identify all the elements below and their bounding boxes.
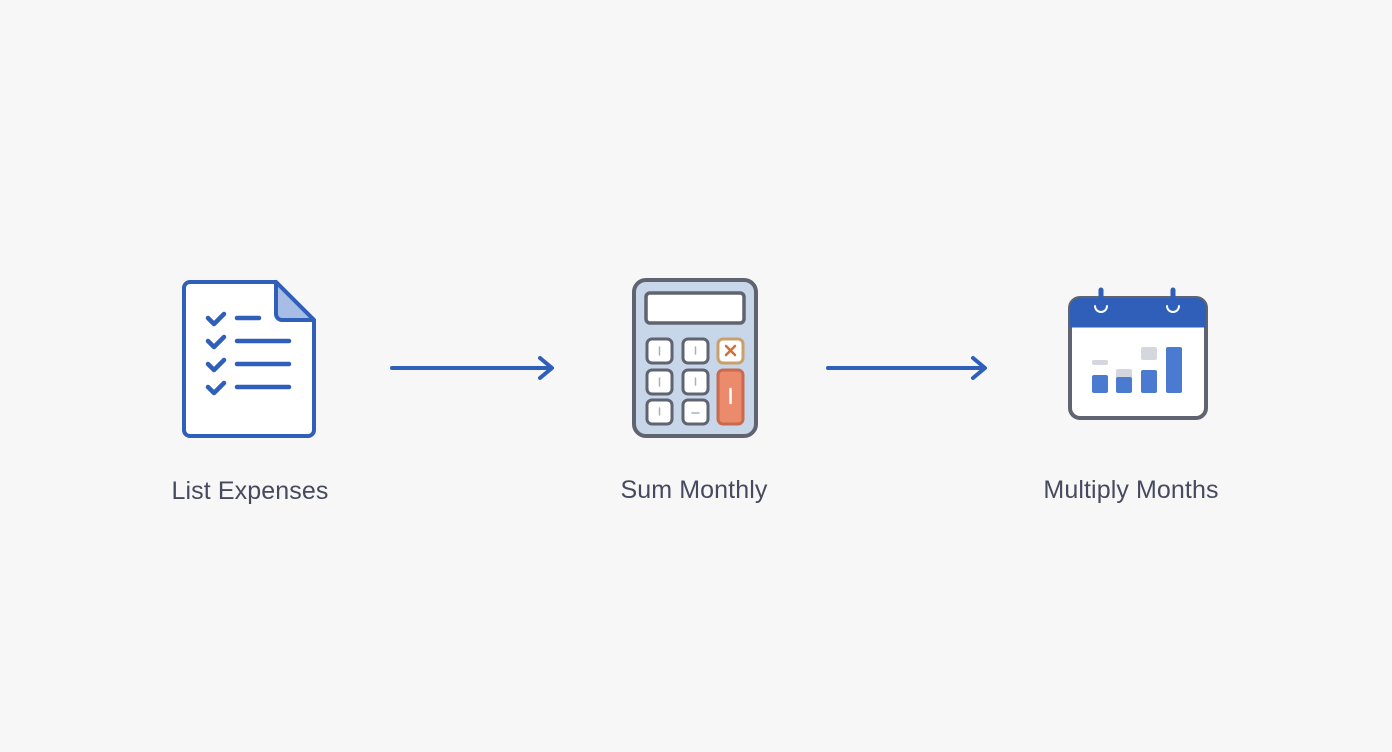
- arrow-right-icon: [824, 355, 994, 381]
- calendar-bar-chart-icon: [1066, 284, 1210, 422]
- step-label-list-expenses: List Expenses: [171, 477, 329, 505]
- step-label-sum-monthly: Sum Monthly: [620, 476, 768, 504]
- step-label-multiply-months: Multiply Months: [1043, 476, 1219, 504]
- calculator-icon: [630, 276, 762, 440]
- checklist-document-icon: [180, 278, 320, 442]
- arrow-right-icon: [388, 355, 558, 381]
